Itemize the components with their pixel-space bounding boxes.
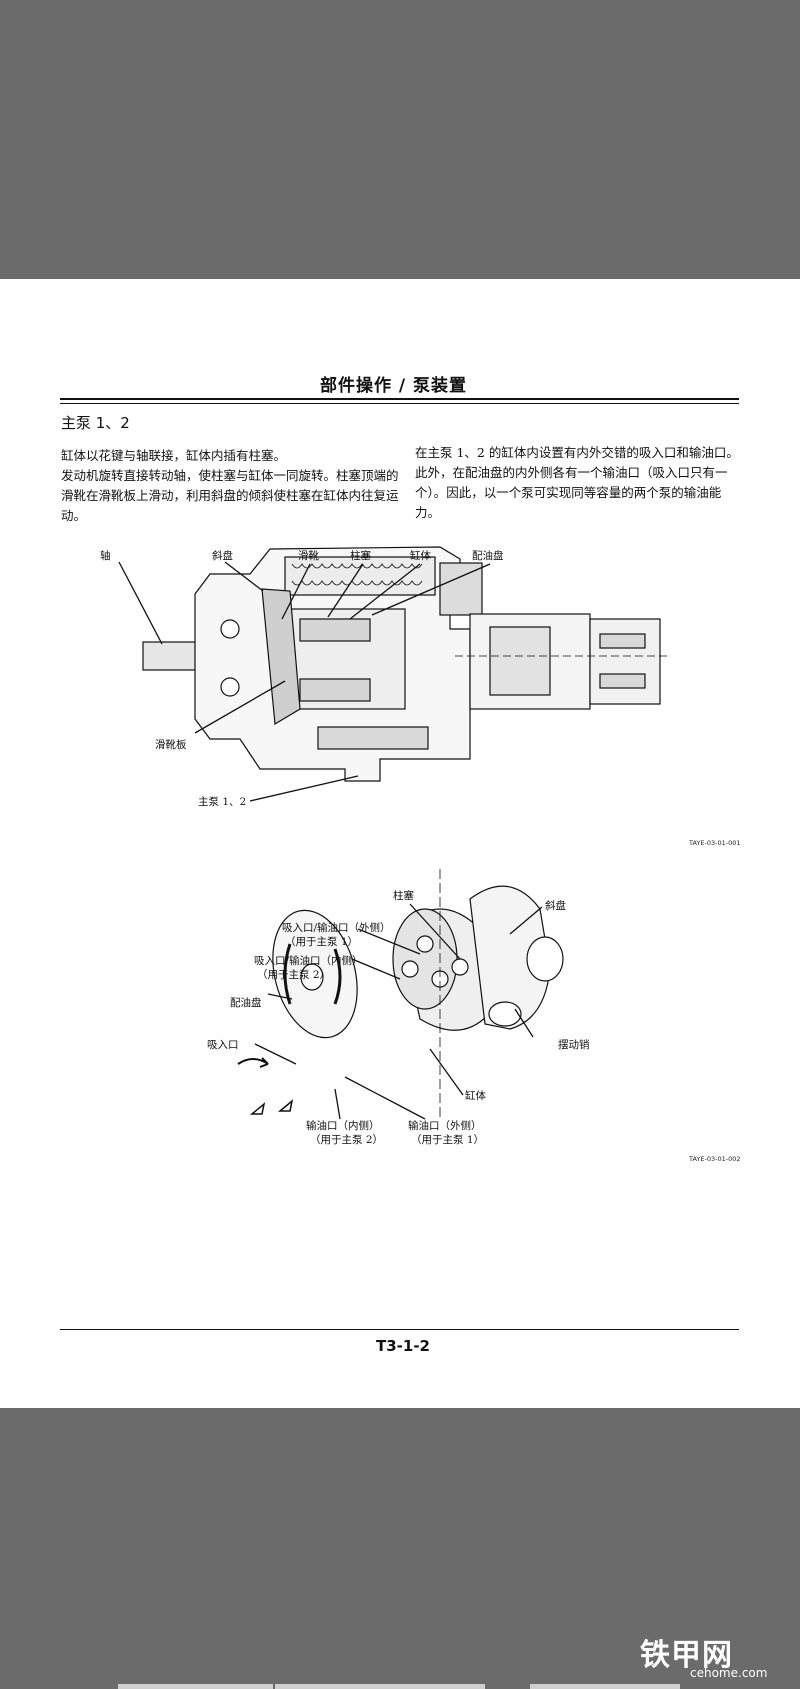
figure2-code: TAYE-03-01-002 [689,1155,741,1163]
label2-port-outer-line1: 吸入口/输油口（外侧） [282,921,391,934]
label-plunger: 柱塞 [350,549,371,562]
label-shoe-plate: 滑靴板 [155,738,187,751]
site-watermark-url: cehome.com [690,1666,768,1680]
label2-plunger: 柱塞 [393,889,414,902]
section-title: 主泵 1、2 [61,414,130,432]
bottom-tab-strip[interactable] [118,1684,273,1689]
exploded-parts [237,869,564,1119]
label-valve-plate: 配油盘 [472,549,504,562]
page-header-title: 部件操作 / 泵装置 [320,376,468,396]
label2-pivot-pin: 摆动销 [558,1038,590,1051]
figure1-code: TAYE-03-01-001 [689,839,741,847]
page-number: T3-1-2 [376,1337,430,1355]
fig1-leader-lines [118,561,491,802]
pump-exploded-diagram: 柱塞 斜盘 吸入口/输油口（外侧） （用于主泵 1） 吸入口/输油口（内侧） （… [207,869,590,1146]
left-paragraph: 缸体以花键与轴联接，缸体内插有柱塞。 发动机旋转直接转动轴，使柱塞与缸体一同旋转… [61,446,401,526]
footer-rule [60,1329,739,1330]
label2-outlet-inner-line2: （用于主泵 2） [310,1134,383,1146]
label2-valve-plate: 配油盘 [230,996,262,1009]
label2-swash-plate: 斜盘 [545,899,566,912]
spring-coils [291,563,423,586]
label2-outlet-outer-line2: （用于主泵 1） [411,1134,484,1146]
label2-outlet-inner-line1: 输油口（内侧） [306,1119,380,1132]
left-paragraph-line: 缸体以花键与轴联接，缸体内插有柱塞。 [61,448,287,463]
fig2-leader-lines [254,903,543,1120]
pump-housing-outline [142,546,670,782]
header-rule-thin [60,403,739,404]
left-paragraph-line: 发动机旋转直接转动轴，使柱塞与缸体一同旋转。柱塞顶端的滑靴在滑靴板上滑动，利用斜… [61,468,399,523]
label2-cylinder: 缸体 [465,1089,486,1102]
bottom-tab-strip[interactable] [275,1684,485,1689]
header-rule-thick [60,398,739,400]
label-shoe: 滑靴 [298,549,319,562]
label-cylinder: 缸体 [410,549,431,562]
label2-port-inner-line2: （用于主泵 2） [257,969,330,981]
site-watermark-logo: 铁甲网 [640,1638,733,1673]
label2-suction-port: 吸入口 [207,1039,239,1051]
right-paragraph: 在主泵 1、2 的缸体内设置有内外交错的吸入口和输油口。此外，在配油盘的内外侧各… [415,443,743,523]
label2-port-inner-line1: 吸入口/输油口（内侧） [254,954,363,967]
bottom-tab-strip[interactable] [530,1684,680,1689]
pump-cross-section-diagram: 轴 斜盘 滑靴 柱塞 缸体 配油盘 滑靴板 主泵 1、2 [100,546,670,808]
label2-port-outer-line2: （用于主泵 1） [285,936,358,948]
label-swash-plate: 斜盘 [212,549,233,562]
document-page: 部件操作 / 泵装置 主泵 1、2 缸体以花键与轴联接，缸体内插有柱塞。 发动机… [0,279,800,1408]
right-paragraph-line: 在主泵 1、2 的缸体内设置有内外交错的吸入口和输油口。此外，在配油盘的内外侧各… [415,445,739,520]
label-main-pump: 主泵 1、2 [198,796,246,808]
label-shaft: 轴 [100,549,111,562]
label2-outlet-outer-line1: 输油口（外侧） [408,1119,482,1132]
